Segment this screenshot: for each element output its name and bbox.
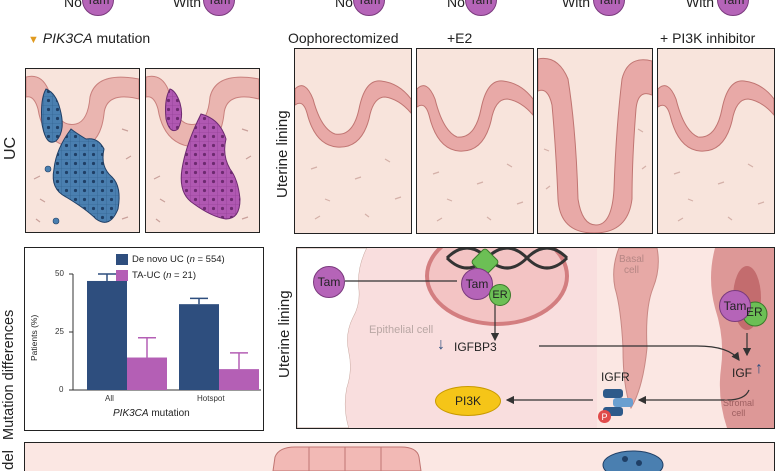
uterine-lining-thin-4	[658, 49, 774, 233]
mutation-differences-row-label: Mutation differences	[1, 309, 17, 440]
uterine-panel-2	[416, 48, 534, 234]
condition-e2: +E2	[447, 30, 473, 46]
x-axis-label: PIK3CA mutation	[113, 408, 190, 419]
x-tick-label: All	[105, 394, 114, 403]
tam-badge-3: Tam	[353, 0, 385, 16]
y-axis-label: Patients (%)	[29, 314, 39, 361]
pik3ca-mutation-label: ▼ PIK3CA mutation	[28, 30, 150, 46]
uc-tissue-blue-illustration	[26, 69, 139, 232]
mutation-word: mutation	[92, 30, 151, 46]
header-prefix-6: With	[686, 0, 714, 10]
igfr-label: IGFR	[601, 370, 630, 384]
legend-label-de-novo: De novo UC (n = 554)	[132, 254, 225, 265]
bar-de-novo-hotspot	[179, 304, 219, 390]
uc-tissue-purple-illustration	[146, 69, 259, 232]
arrow-igfbp3-to-igf	[539, 345, 740, 361]
uterine-panel-3	[537, 48, 653, 234]
header-prefix-1: No	[64, 0, 82, 10]
legend-swatch-de-novo	[116, 254, 128, 265]
uc-row-label: UC	[2, 136, 19, 160]
y-tick-label: 25	[55, 327, 64, 336]
legend-label-ta-uc: TA-UC (n = 21)	[132, 270, 196, 281]
phospho-badge: P	[598, 410, 611, 423]
igf-up-arrow-icon: ↑	[755, 360, 763, 377]
pik3ca-gene: PIK3CA	[42, 30, 93, 46]
mutation-chart-panel: De novo UC (n = 554) TA-UC (n = 21) Pati…	[24, 247, 264, 431]
uterine-lining-thin-1	[295, 49, 411, 233]
condition-pi3k-inhibitor: + PI3K inhibitor	[660, 30, 756, 46]
tam-badge-1: Tam	[82, 0, 114, 16]
legend-swatch-ta-uc	[116, 270, 128, 281]
header-prefix-4: No	[447, 0, 465, 10]
header-prefix-3: No	[335, 0, 353, 10]
uterine-panel-1	[294, 48, 412, 234]
tam-stromal-circle: Tam	[719, 290, 751, 322]
uterine-lining-row-label: Uterine lining	[274, 110, 291, 198]
epithelial-cell-label: Epithelial cell	[369, 324, 434, 336]
mechanism-illustration	[297, 248, 774, 428]
igfbp3-down-arrow-icon: ↓	[437, 336, 445, 353]
tam-bound-circle: Tam	[461, 268, 493, 300]
mutation-bar-chart	[69, 273, 261, 391]
tam-badge-2: Tam	[203, 0, 235, 16]
mutation-triangle-icon: ▼	[28, 34, 39, 46]
uc-panel-with-tam	[145, 68, 260, 233]
y-tick-label: 0	[59, 385, 64, 394]
mechanism-row-label: Uterine lining	[276, 290, 293, 378]
uterine-lining-thin-2	[417, 49, 533, 233]
igfr-receptor-icon	[603, 389, 623, 398]
bar-ta-uc-all	[127, 357, 167, 390]
bar-ta-uc-hotspot	[219, 369, 259, 390]
uterine-lining-thick	[538, 49, 652, 233]
x-tick-label: Hotspot	[197, 394, 225, 403]
uc-panel-no-tam	[25, 68, 140, 233]
arrow-igf-to-igfr	[637, 389, 750, 405]
pi3k-ellipse: PI3K	[435, 386, 501, 416]
bar-de-novo-all	[87, 280, 127, 390]
bottom-model-illustration	[272, 446, 664, 471]
er-bound-badge: ER	[489, 284, 511, 306]
tam-badge-6: Tam	[717, 0, 749, 16]
header-prefix-5: With	[562, 0, 590, 10]
igfbp3-label: IGFBP3	[454, 340, 497, 354]
y-tick-label: 50	[55, 269, 64, 278]
uterine-panel-4	[657, 48, 775, 234]
tam-free-circle: Tam	[313, 266, 345, 298]
tam-badge-5: Tam	[593, 0, 625, 16]
condition-oophorectomized: Oophorectomized	[288, 30, 399, 46]
er-stromal-label: ER	[746, 305, 763, 319]
basal-cell-label: Basal cell	[619, 254, 645, 276]
igf-label: IGF	[732, 366, 752, 380]
tam-badge-4: Tam	[465, 0, 497, 16]
bottom-model-panel	[24, 442, 775, 471]
header-prefix-2: With	[173, 0, 201, 10]
bottom-row-label: del	[0, 449, 17, 470]
stromal-cell-label: Stromal cell	[723, 398, 755, 418]
mechanism-panel: Tam Tam ER Tam ER Epithelial cell Basal …	[296, 247, 775, 429]
